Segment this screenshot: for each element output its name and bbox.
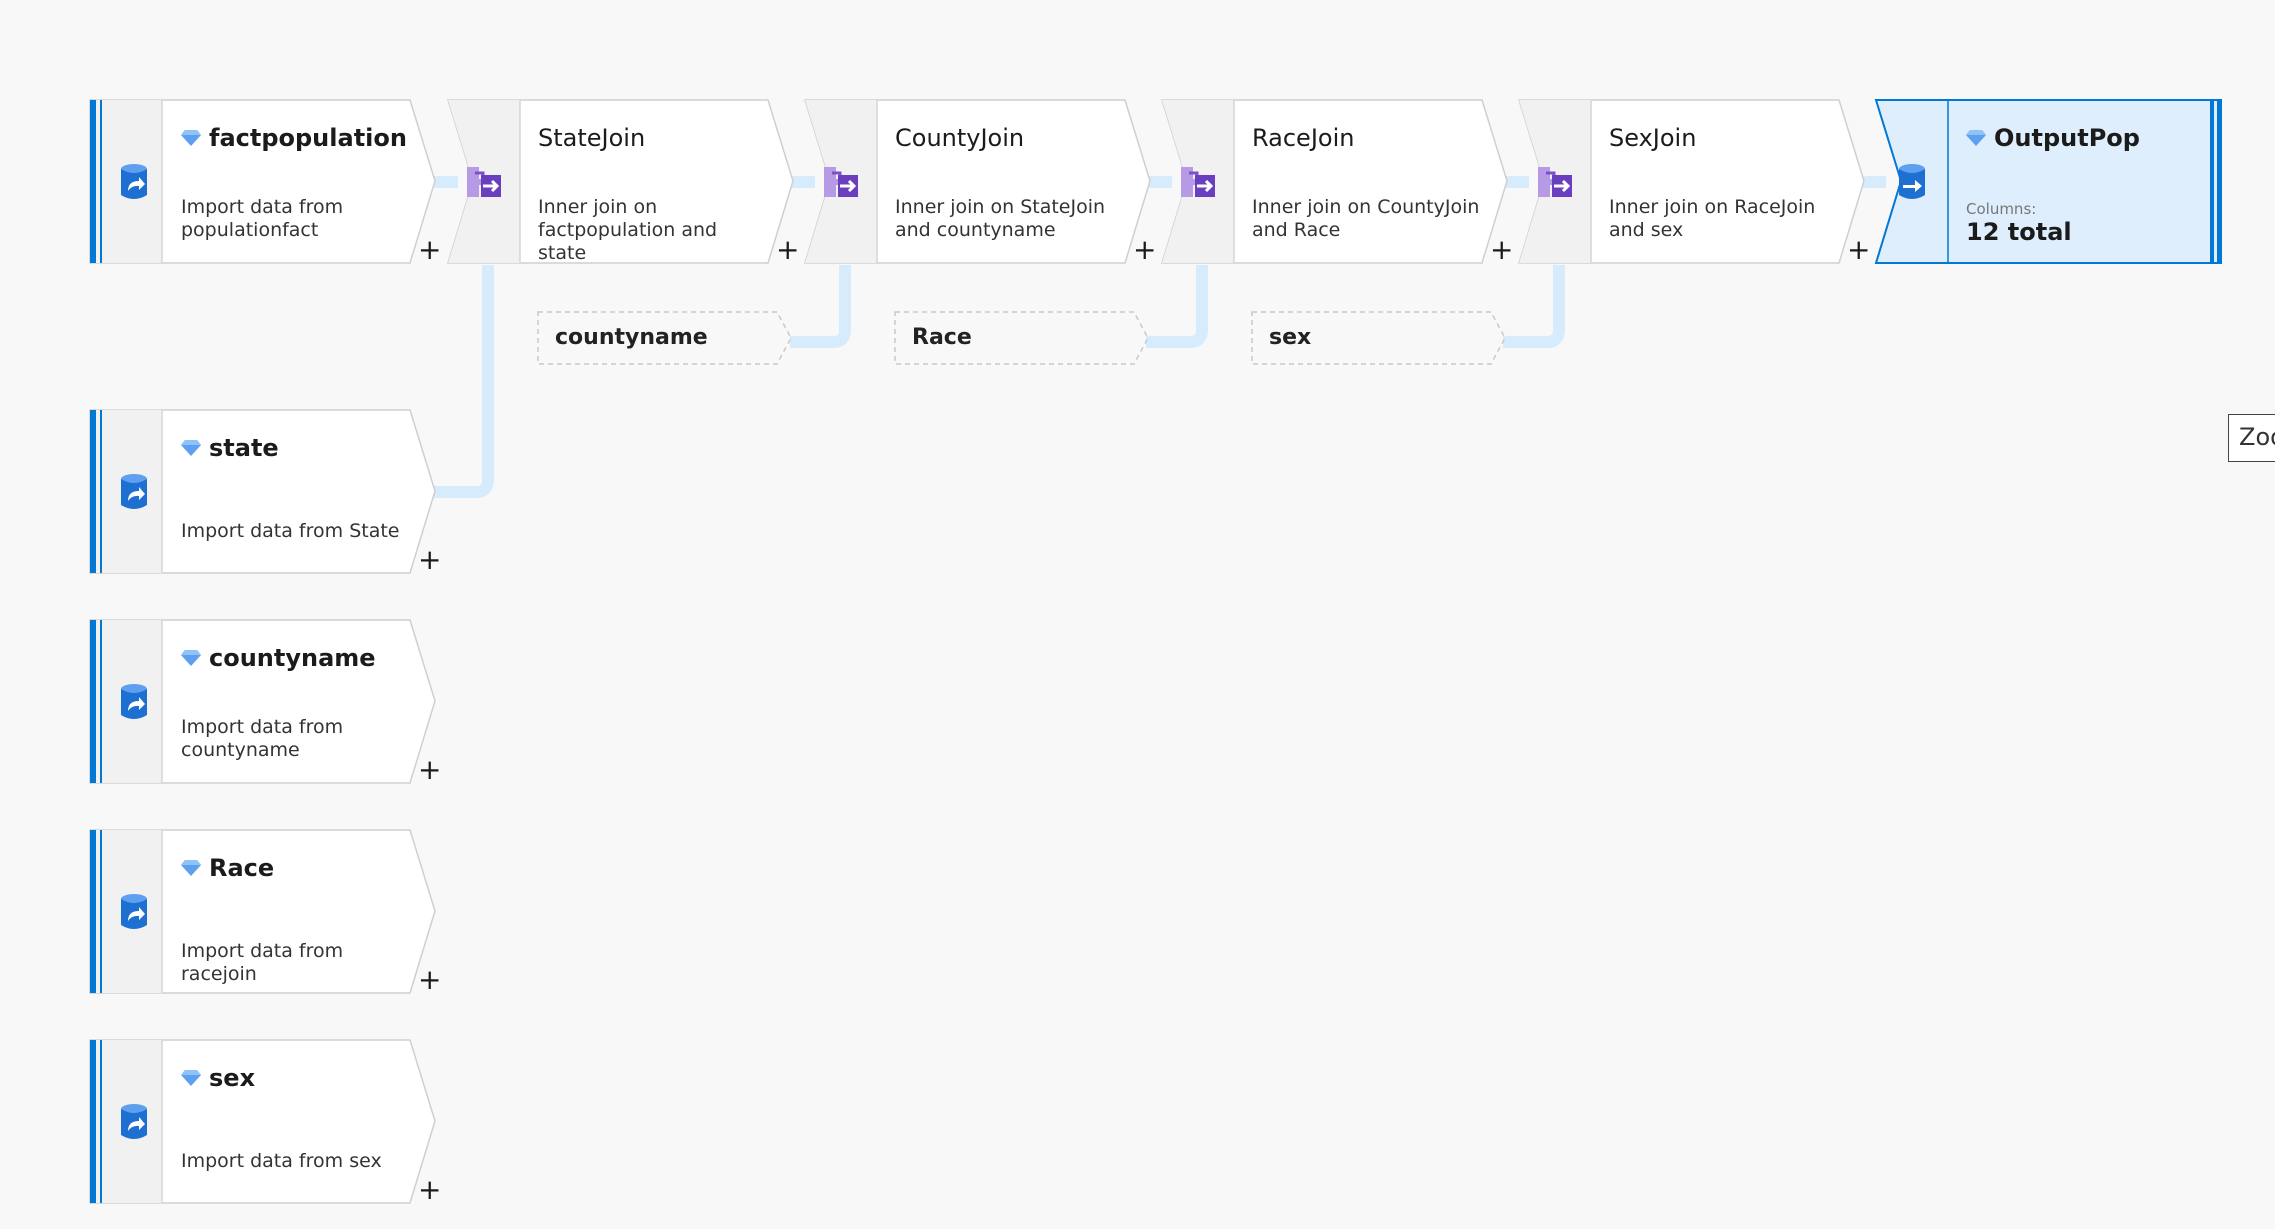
database-source-icon <box>106 410 162 573</box>
join-description: Inner join on factpopulation and state <box>538 196 718 264</box>
dataset-gem-icon <box>181 124 201 152</box>
database-source-icon <box>106 100 162 263</box>
join-title: RaceJoin <box>1252 124 1355 152</box>
add-transformation-button[interactable]: + <box>418 233 442 266</box>
join-icon <box>805 100 877 263</box>
node-shape <box>89 99 436 264</box>
database-source-icon <box>106 830 162 993</box>
add-transformation-button[interactable]: + <box>418 1173 442 1206</box>
add-transformation-button[interactable]: + <box>1847 233 1871 266</box>
reference-label: sex <box>1269 325 1312 350</box>
reference-tag-race[interactable]: Race <box>894 311 1152 365</box>
add-transformation-button[interactable]: + <box>418 963 442 996</box>
node-shape <box>89 1039 436 1204</box>
node-shape <box>89 829 436 994</box>
source-title: countyname <box>209 644 376 672</box>
join-icon <box>448 100 520 263</box>
source-node-race[interactable]: Race Import data from racejoin + <box>89 829 442 996</box>
sink-node-outputpop[interactable]: OutputPop Columns: 12 total <box>1874 99 2226 264</box>
join-description: Inner join on RaceJoin and sex <box>1609 196 1816 241</box>
node-shape <box>1874 99 2222 264</box>
dataset-gem-icon <box>181 434 201 462</box>
join-title: SexJoin <box>1609 124 1697 152</box>
source-description: Import data from populationfact <box>181 196 344 241</box>
database-source-icon <box>106 1040 162 1203</box>
tag-shape <box>894 311 1149 365</box>
source-description: Import data from sex <box>181 1150 382 1172</box>
source-description: Import data from racejoin <box>181 940 344 985</box>
tag-shape <box>1251 311 1506 365</box>
add-transformation-button[interactable]: + <box>418 543 442 576</box>
source-description: Import data from State <box>181 520 400 542</box>
reference-tag-countyname[interactable]: countyname <box>537 311 795 365</box>
join-node-sexjoin[interactable]: SexJoin Inner join on RaceJoin and sex + <box>1517 99 1871 266</box>
dataset-gem-icon <box>181 1064 201 1092</box>
source-node-sex[interactable]: sex Import data from sex + <box>89 1039 442 1206</box>
source-node-state[interactable]: state Import data from State + <box>89 409 442 576</box>
source-title: state <box>209 434 279 462</box>
source-node-factpopulation[interactable]: factpopulation Import data from populati… <box>89 99 442 266</box>
add-transformation-button[interactable]: + <box>776 233 800 266</box>
join-description: Inner join on StateJoin and countyname <box>895 196 1106 241</box>
database-sink-icon <box>1876 100 1948 263</box>
node-shape <box>1160 99 1508 264</box>
add-transformation-button[interactable]: + <box>418 753 442 786</box>
source-title: Race <box>209 854 275 882</box>
source-description: Import data from countyname <box>181 716 344 761</box>
reference-tag-sex[interactable]: sex <box>1251 311 1509 365</box>
join-title: StateJoin <box>538 124 646 152</box>
join-title: CountyJoin <box>895 124 1025 152</box>
join-node-statejoin[interactable]: StateJoin Inner join on factpopulation a… <box>446 99 800 266</box>
source-node-countyname[interactable]: countyname Import data from countyname + <box>89 619 442 786</box>
add-transformation-button[interactable]: + <box>1133 233 1157 266</box>
join-icon <box>1519 100 1591 263</box>
source-title: sex <box>209 1064 256 1092</box>
join-icon <box>1162 100 1234 263</box>
columns-label: Columns: <box>1966 200 2037 218</box>
sink-title: OutputPop <box>1994 124 2140 152</box>
columns-count: 12 total <box>1966 218 2072 246</box>
join-node-racejoin[interactable]: RaceJoin Inner join on CountyJoin and Ra… <box>1160 99 1514 266</box>
source-title: factpopulation <box>209 124 407 152</box>
dataset-gem-icon <box>181 644 201 672</box>
zoom-tooltip: Zoo <box>2228 414 2275 462</box>
reference-label: Race <box>912 325 972 350</box>
add-transformation-button[interactable]: + <box>1490 233 1514 266</box>
database-source-icon <box>106 620 162 783</box>
dataset-gem-icon <box>181 854 201 882</box>
tag-shape <box>537 311 792 365</box>
join-node-countyjoin[interactable]: CountyJoin Inner join on StateJoin and c… <box>803 99 1157 266</box>
dataset-gem-icon <box>1966 124 1986 152</box>
reference-label: countyname <box>555 325 708 350</box>
join-description: Inner join on CountyJoin and Race <box>1252 196 1480 241</box>
